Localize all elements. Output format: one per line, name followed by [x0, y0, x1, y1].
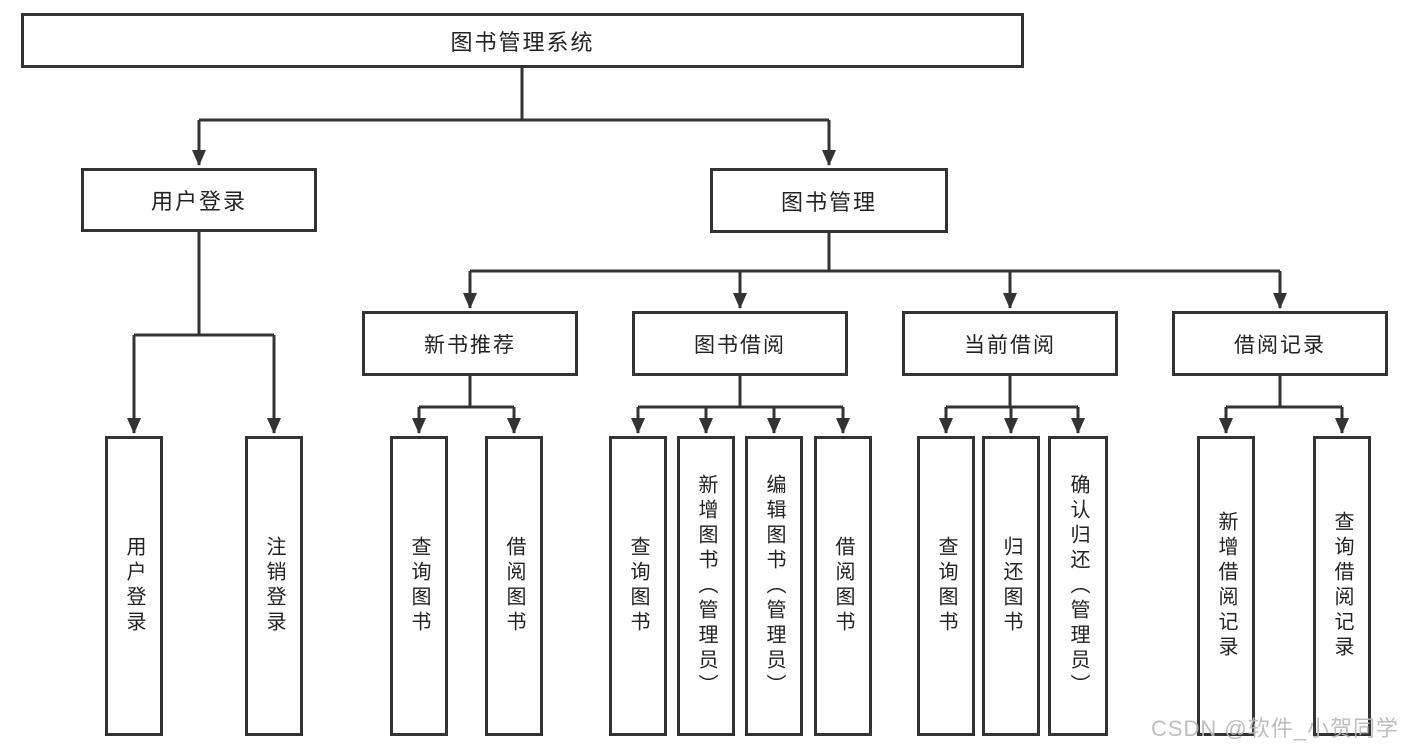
leaf-query-books-borrow-label: 查询图书 [627, 536, 649, 636]
leaf-add-borrow-record: 新增借阅记录 [1197, 436, 1255, 736]
node-user-login: 用户登录 [81, 168, 317, 232]
leaf-confirm-return-admin-label: 确认归还（管理员） [1067, 473, 1089, 699]
leaf-query-books-recommend: 查询图书 [390, 436, 448, 736]
leaf-borrow-books-label: 借阅图书 [832, 536, 854, 636]
leaf-add-book-admin: 新增图书（管理员） [677, 436, 735, 736]
leaf-query-books-borrow: 查询图书 [609, 436, 667, 736]
leaf-query-books-current-label: 查询图书 [935, 536, 957, 636]
leaf-user-login: 用户登录 [105, 436, 163, 736]
node-current-borrow-label: 当前借阅 [964, 333, 1056, 357]
leaf-logout-label: 注销登录 [263, 536, 285, 636]
leaf-query-books-current: 查询图书 [917, 436, 975, 736]
node-user-login-label: 用户登录 [150, 189, 247, 214]
leaf-return-book-label: 归还图书 [1000, 536, 1022, 636]
leaf-logout: 注销登录 [245, 436, 303, 736]
node-book-borrow: 图书借阅 [632, 311, 848, 376]
node-current-borrow: 当前借阅 [902, 311, 1118, 376]
leaf-user-login-label: 用户登录 [123, 536, 145, 636]
watermark: CSDN @软件_小贺同学 [1150, 716, 1399, 741]
node-new-book-recommend-label: 新书推荐 [424, 333, 516, 357]
leaf-confirm-return-admin: 确认归还（管理员） [1048, 436, 1108, 736]
leaf-borrow-books-recommend: 借阅图书 [485, 436, 543, 736]
node-new-book-recommend: 新书推荐 [362, 311, 578, 376]
leaf-query-books-recommend-label: 查询图书 [408, 536, 430, 636]
leaf-borrow-books-recommend-label: 借阅图书 [503, 536, 525, 636]
leaf-add-borrow-record-label: 新增借阅记录 [1215, 511, 1237, 661]
leaf-query-borrow-record: 查询借阅记录 [1313, 436, 1371, 736]
leaf-return-book: 归还图书 [982, 436, 1040, 736]
node-root-label: 图书管理系统 [450, 29, 595, 55]
node-borrow-records-label: 借阅记录 [1234, 333, 1326, 357]
leaf-edit-book-admin-label: 编辑图书（管理员） [763, 473, 785, 699]
leaf-query-borrow-record-label: 查询借阅记录 [1331, 511, 1353, 661]
node-root: 图书管理系统 [21, 13, 1024, 68]
node-book-borrow-label: 图书借阅 [694, 333, 786, 357]
node-book-management-label: 图书管理 [780, 189, 877, 215]
leaf-add-book-admin-label: 新增图书（管理员） [695, 473, 717, 699]
leaf-borrow-books: 借阅图书 [814, 436, 872, 736]
node-borrow-records: 借阅记录 [1172, 311, 1388, 376]
leaf-edit-book-admin: 编辑图书（管理员） [745, 436, 803, 736]
node-book-management: 图书管理 [710, 168, 948, 233]
